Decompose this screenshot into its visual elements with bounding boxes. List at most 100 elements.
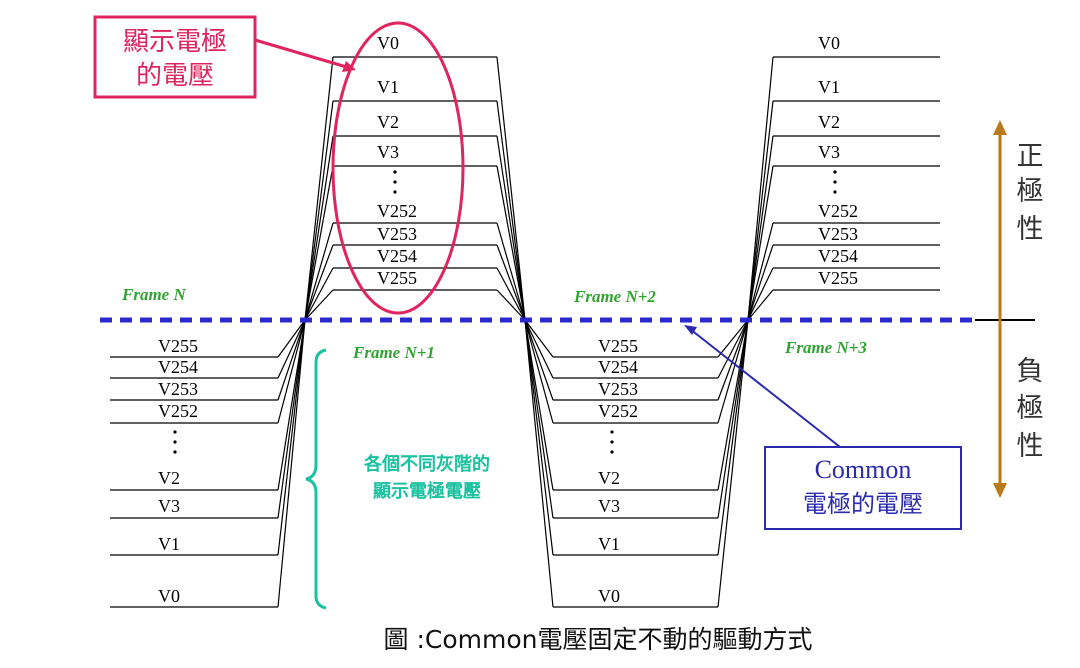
level-label-bottom-left: V0 <box>158 586 180 606</box>
frame-n2-fall-line <box>524 319 554 379</box>
frame-n-transition-line <box>277 319 306 358</box>
polarity-positive-1: 正 <box>1017 141 1044 172</box>
level-label-top-right: V0 <box>818 33 840 53</box>
level-label-top-right: V254 <box>818 246 858 266</box>
level-label-bottom-right: V2 <box>598 468 620 488</box>
polarity-positive-2: 極 <box>1017 176 1044 207</box>
frame-n2-fall-line <box>524 319 554 556</box>
level-label-top-left: V1 <box>377 77 399 97</box>
polarity-arrowhead-up <box>993 120 1007 135</box>
frame-n2-rise-line <box>717 319 749 379</box>
common-voltage-callout-line1: Common <box>815 455 912 484</box>
frame-n1-fall-line <box>496 244 526 321</box>
frame-n3-rise-line <box>747 289 774 321</box>
frame-n-transition-line <box>277 319 306 379</box>
frame-n3-rise-line <box>747 244 774 321</box>
frame-n2-rise-line <box>717 319 749 358</box>
level-label-bottom-left: V254 <box>158 357 198 377</box>
frame-n2-rise-line <box>717 319 749 519</box>
frame-n3-rise-line <box>747 56 774 321</box>
frame-n1-fall-line <box>496 165 526 321</box>
level-label-bottom-left: V255 <box>158 336 198 356</box>
polarity-positive-3: 性 <box>1017 214 1044 245</box>
common-voltage-callout-box <box>764 446 962 530</box>
level-label-bottom-right: V3 <box>598 496 620 516</box>
frame-n2-rise-line <box>717 319 749 424</box>
level-label-bottom-left: V1 <box>158 534 180 554</box>
frame-n2-rise-line <box>717 319 749 556</box>
pixel-voltage-ellipse <box>331 21 465 315</box>
level-label-bottom-right: V253 <box>598 379 638 399</box>
polarity-negative-1: 負 <box>1017 356 1044 387</box>
frame-n-transition-line <box>277 319 306 556</box>
frame-label-n: Frame N <box>121 285 186 304</box>
frame-n-transition-line <box>277 319 306 608</box>
frame-n2-fall-line <box>524 319 554 401</box>
frame-n2-fall-line <box>524 319 554 608</box>
frame-n-transition-line <box>277 319 306 491</box>
frame-n1-fall-line <box>496 56 526 321</box>
frame-n1-fall-line <box>496 289 526 321</box>
level-label-bottom-right: V1 <box>598 534 620 554</box>
frame-n1-fall-line <box>496 135 526 321</box>
level-label-top-left: V3 <box>377 142 399 162</box>
common-voltage-callout-line2: 電極的電壓 <box>803 490 923 518</box>
frame-n-transition-line <box>277 319 306 424</box>
frame-n-transition-line <box>277 319 306 519</box>
level-label-top-left: V254 <box>377 246 417 266</box>
polarity-negative-2: 極 <box>1017 393 1044 424</box>
frame-label-n2: Frame N+2 <box>573 287 656 306</box>
frame-n1-rise-line <box>304 165 334 321</box>
level-label-top-right: V2 <box>818 112 840 132</box>
frame-n1-rise-line <box>304 135 334 321</box>
common-voltage-arrowhead <box>684 325 697 335</box>
frame-n3-rise-line <box>747 222 774 321</box>
level-label-top-right: V1 <box>818 77 840 97</box>
level-label-top-right: V255 <box>818 268 858 288</box>
level-label-bottom-right: V0 <box>598 586 620 606</box>
frame-label-n3: Frame N+3 <box>784 338 867 357</box>
level-label-top-left: V252 <box>377 201 417 221</box>
polarity-negative-3: 性 <box>1017 431 1044 462</box>
frame-n2-fall-line <box>524 319 554 491</box>
level-label-bottom-left: V253 <box>158 379 198 399</box>
level-label-bottom-right: V252 <box>598 401 638 421</box>
gray-level-callout-line1: 各個不同灰階的 <box>363 453 490 475</box>
frame-n2-rise-line <box>717 319 749 491</box>
level-label-bottom-left: V3 <box>158 496 180 516</box>
frame-n3-rise-line <box>747 135 774 321</box>
pixel-voltage-callout-line2: 的電壓 <box>136 61 214 91</box>
pixel-voltage-arrow <box>254 38 351 70</box>
frame-n3-rise-line <box>747 165 774 321</box>
polarity-arrowhead-down <box>993 483 1007 498</box>
frame-n1-rise-line <box>304 267 334 321</box>
gray-level-callout-line2: 顯示電極電壓 <box>373 480 481 502</box>
frame-n2-fall-line <box>524 319 554 424</box>
frame-n1-rise-line <box>304 289 334 321</box>
frame-n1-fall-line <box>496 267 526 321</box>
frame-n1-rise-line <box>304 100 334 321</box>
gray-level-brace <box>305 348 327 610</box>
frame-n2-rise-line <box>717 319 749 608</box>
frame-label-n1: Frame N+1 <box>352 343 435 362</box>
frame-n-transition-line <box>277 319 306 401</box>
common-voltage-arrow <box>689 328 841 448</box>
frame-n1-fall-line <box>496 222 526 321</box>
frame-n1-rise-line <box>304 222 334 321</box>
pixel-voltage-arrowhead <box>342 61 356 72</box>
frame-n3-rise-line <box>747 100 774 321</box>
level-label-bottom-left: V252 <box>158 401 198 421</box>
frame-n3-rise-line <box>747 267 774 321</box>
level-label-bottom-right: V255 <box>598 336 638 356</box>
frame-n2-fall-line <box>524 319 554 519</box>
level-label-top-right: V252 <box>818 201 858 221</box>
level-label-top-left: V0 <box>377 33 399 53</box>
frame-n1-fall-line <box>496 100 526 321</box>
level-label-bottom-left: V2 <box>158 468 180 488</box>
waveform-lines <box>110 56 940 608</box>
pixel-voltage-callout-box <box>93 15 257 99</box>
level-label-top-right: V253 <box>818 224 858 244</box>
